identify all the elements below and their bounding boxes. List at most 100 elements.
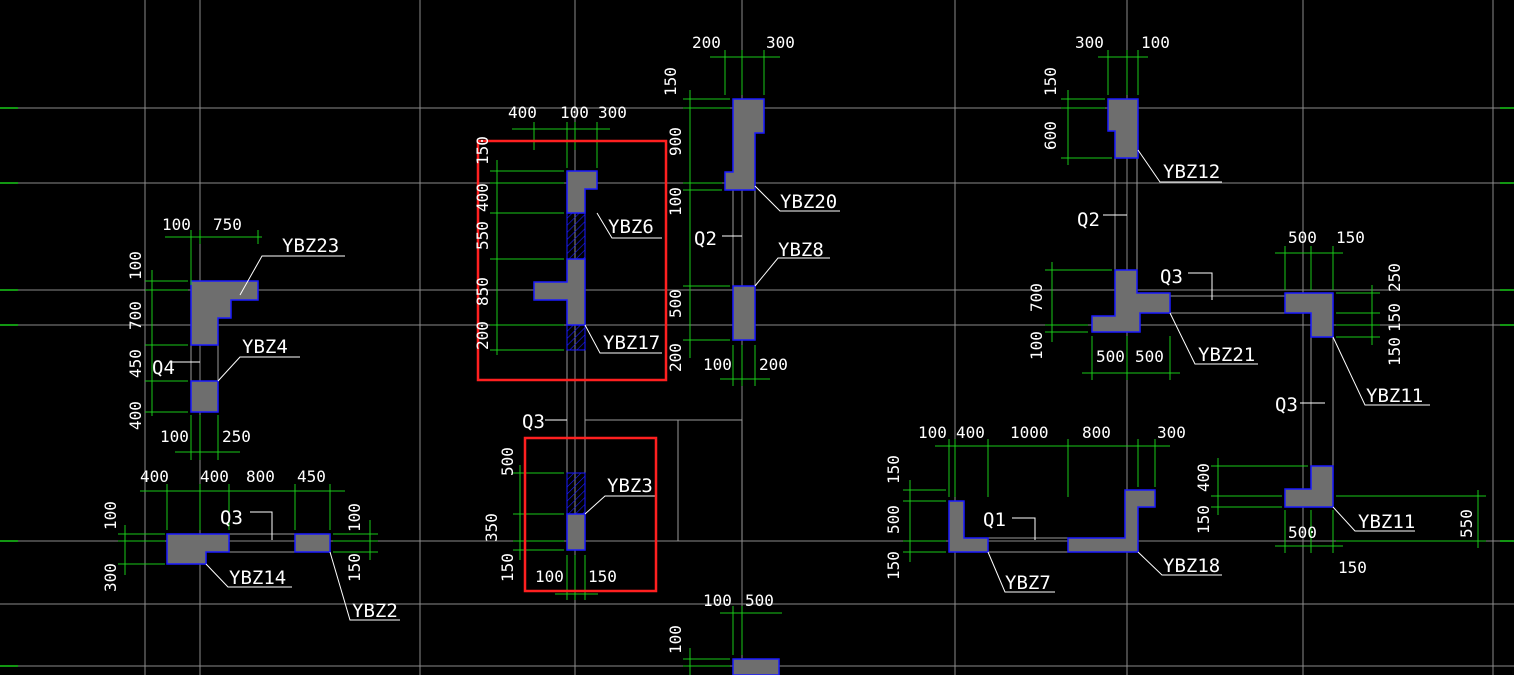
column-ybz3[interactable]	[566, 513, 586, 551]
label-q3-left: Q3	[220, 507, 243, 529]
dim-text: 600	[1041, 121, 1060, 150]
dim-text: 150	[473, 136, 492, 165]
dim-text: 700	[126, 301, 145, 330]
dim-text: 100	[918, 423, 947, 442]
dim-text: 150	[884, 551, 903, 580]
dim-text: 500	[1288, 523, 1317, 542]
column-ybz20[interactable]	[724, 98, 765, 191]
label-ybz12: YBZ12	[1163, 161, 1220, 183]
dim-text: 850	[473, 277, 492, 306]
label-ybz18: YBZ18	[1163, 555, 1220, 577]
dim-text: 100	[160, 427, 189, 446]
hatched-segments	[566, 212, 586, 515]
label-ybz11-bottom: YBZ11	[1358, 511, 1415, 533]
label-ybz14: YBZ14	[229, 567, 286, 589]
column-ybz17[interactable]	[533, 258, 586, 326]
label-q3-right-side: Q3	[1275, 394, 1298, 416]
leader-lines	[170, 149, 1430, 621]
dim-text: 400	[956, 423, 985, 442]
label-ybz2: YBZ2	[352, 600, 398, 622]
dim-text: 800	[1082, 423, 1111, 442]
dim-text: 700	[1027, 283, 1046, 312]
label-ybz17: YBZ17	[603, 332, 660, 354]
dim-text: 500	[1288, 228, 1317, 247]
dim-text: 150	[345, 553, 364, 582]
dim-text: 550	[1457, 509, 1476, 538]
column-ybz11-top[interactable]	[1284, 292, 1334, 338]
dimension-lines	[118, 50, 1486, 675]
dim-text: 300	[766, 33, 795, 52]
label-ybz20: YBZ20	[780, 191, 837, 213]
column-ybz7[interactable]	[948, 500, 989, 553]
label-ybz21: YBZ21	[1198, 344, 1255, 366]
dimension-texts-vertical: 100 700 450 400 100 300 100 150 150 400 …	[101, 67, 1476, 654]
dim-text: 300	[101, 563, 120, 592]
dim-text: 150	[588, 567, 617, 586]
column-ybz14[interactable]	[166, 533, 230, 565]
label-q1: Q1	[983, 509, 1006, 531]
dim-text: 800	[246, 467, 275, 486]
column-ybz4[interactable]	[190, 380, 219, 413]
label-q4: Q4	[152, 357, 175, 379]
dim-text: 400	[200, 467, 229, 486]
dim-text: 350	[482, 513, 501, 542]
dim-text: 200	[666, 343, 685, 372]
label-ybz7: YBZ7	[1005, 572, 1051, 594]
dimension-texts-horizontal: 100 750 100 250 400 400 800 450 400 100 …	[140, 33, 1367, 610]
dim-text: 450	[126, 349, 145, 378]
column-ybz23[interactable]	[190, 280, 259, 346]
column-labels: YBZ23 YBZ4 YBZ6 YBZ17 YBZ20 YBZ8 YBZ3 YB…	[229, 161, 1423, 622]
dim-text: 500	[498, 447, 517, 476]
wall-labels: Q4 Q3 Q3 Q2 Q2 Q3 Q3 Q1	[152, 209, 1298, 531]
label-q3-right-top: Q3	[1160, 266, 1183, 288]
highlight-box-ybz6-ybz17[interactable]	[476, 139, 668, 382]
dim-text: 150	[661, 67, 680, 96]
dim-text: 400	[126, 401, 145, 430]
label-ybz8: YBZ8	[778, 239, 824, 261]
dim-text: 100	[560, 103, 589, 122]
dim-text: 550	[473, 221, 492, 250]
column-ybz8[interactable]	[732, 285, 756, 341]
dim-text: 100	[1141, 33, 1170, 52]
dim-text: 150	[884, 455, 903, 484]
dim-text: 300	[1075, 33, 1104, 52]
column-ybz11-bottom[interactable]	[1284, 465, 1334, 508]
dim-text: 200	[692, 33, 721, 52]
dim-text: 200	[759, 355, 788, 374]
dim-text: 100	[666, 187, 685, 216]
columns	[166, 98, 1334, 675]
dim-text: 750	[213, 215, 242, 234]
dim-text: 100	[666, 625, 685, 654]
dim-text: 100	[162, 215, 191, 234]
dim-text: 150	[1385, 303, 1404, 332]
column-ybz21[interactable]	[1091, 269, 1171, 333]
label-q3-mid: Q3	[522, 411, 545, 433]
axis-ticks	[0, 107, 1514, 667]
dim-text: 250	[222, 427, 251, 446]
column-ybz12[interactable]	[1107, 98, 1139, 159]
dim-text: 150	[1336, 228, 1365, 247]
dim-text: 400	[1194, 463, 1213, 492]
dim-text: 500	[745, 591, 774, 610]
dim-text: 500	[666, 289, 685, 318]
dim-text: 150	[1041, 67, 1060, 96]
label-q2-mid: Q2	[694, 228, 717, 250]
column-bottom-partial[interactable]	[732, 658, 780, 675]
dim-text: 100	[345, 503, 364, 532]
dim-text: 250	[1385, 263, 1404, 292]
highlight-box-ybz3[interactable]	[523, 436, 658, 593]
dim-text: 150	[1338, 558, 1367, 577]
dim-text: 100	[126, 251, 145, 280]
dim-text: 300	[598, 103, 627, 122]
dim-text: 100	[703, 355, 732, 374]
label-ybz3: YBZ3	[607, 475, 653, 497]
dim-text: 100	[535, 567, 564, 586]
dim-text: 300	[1157, 423, 1186, 442]
dim-text: 200	[473, 321, 492, 350]
label-q2-right: Q2	[1077, 209, 1100, 231]
dim-text: 100	[1027, 331, 1046, 360]
label-ybz4: YBZ4	[242, 336, 288, 358]
column-ybz2[interactable]	[294, 533, 331, 553]
dim-text: 400	[140, 467, 169, 486]
